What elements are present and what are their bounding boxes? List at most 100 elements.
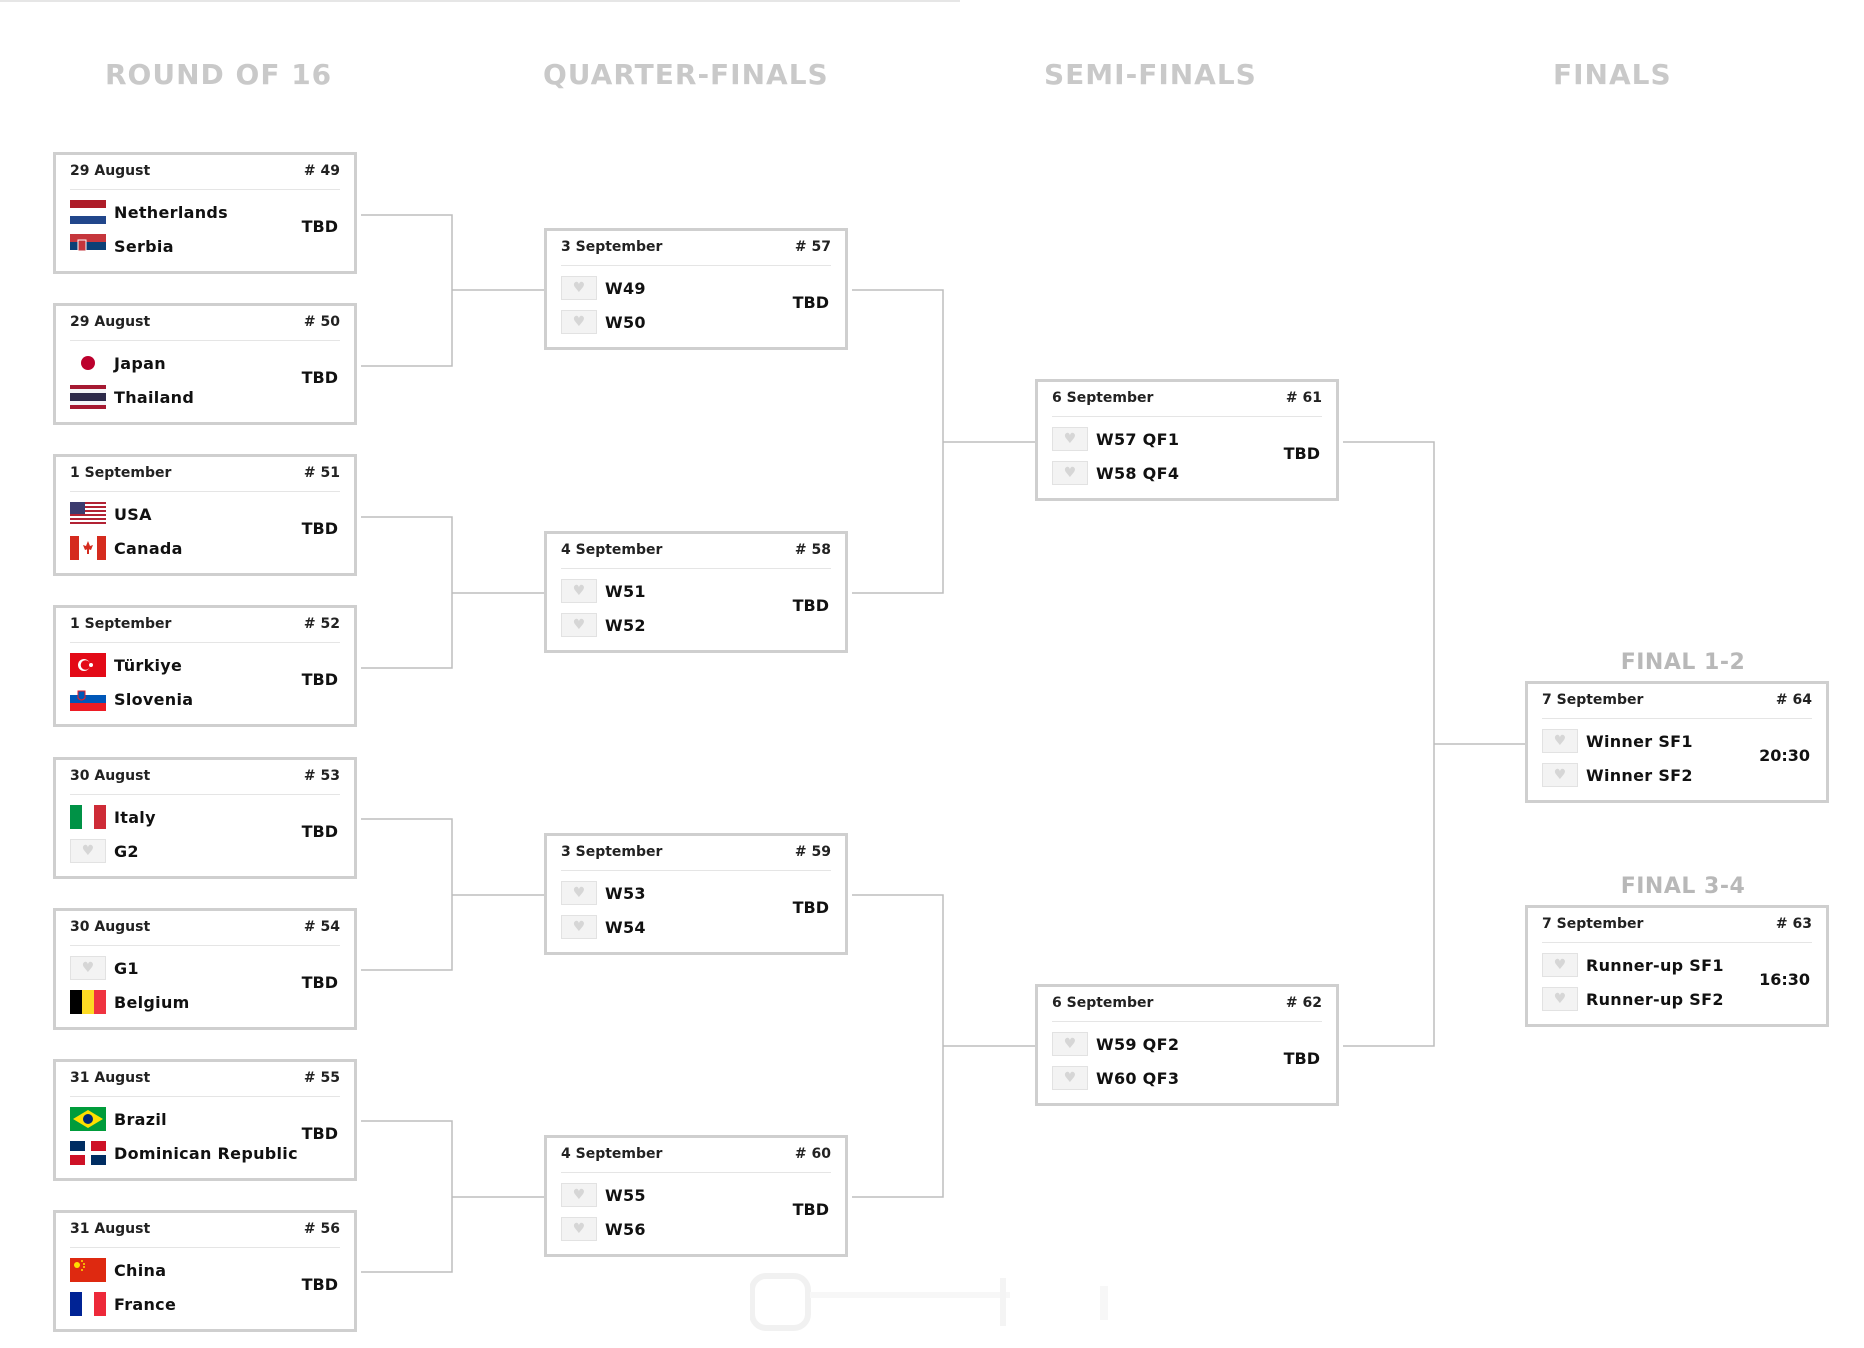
match-53[interactable]: 30 August # 53 Italy ♥ G2 TBD — [53, 757, 357, 879]
volleyball-shield-icon: ♥ — [561, 1217, 597, 1241]
team-name: W52 — [605, 615, 646, 635]
team-name: Thailand — [114, 387, 195, 407]
team-name: China — [114, 1260, 167, 1280]
team-row[interactable]: Serbia — [70, 233, 174, 259]
volleyball-shield-icon: ♥ — [1542, 763, 1578, 787]
brazil-flag-icon — [70, 1107, 106, 1131]
match-header: 6 September # 62 — [1052, 995, 1322, 1022]
match-result: TBD — [301, 973, 338, 992]
match-51[interactable]: 1 September # 51 USA Canada TBD — [53, 454, 357, 576]
match-number: # 57 — [794, 239, 831, 255]
match-date: 3 September — [561, 844, 663, 860]
china-flag-icon — [70, 1258, 106, 1282]
team-row[interactable]: ♥ W52 — [561, 612, 646, 638]
match-56[interactable]: 31 August # 56 China France TBD — [53, 1210, 357, 1332]
team-row[interactable]: ♥ W51 — [561, 578, 646, 604]
volleyball-shield-icon: ♥ — [1052, 1066, 1088, 1090]
team-row[interactable]: ♥ G1 — [70, 955, 139, 981]
team-row[interactable]: ♥ Winner SF2 — [1542, 762, 1693, 788]
team-row[interactable]: Türkiye — [70, 652, 182, 678]
match-59[interactable]: 3 September # 59 ♥ W53 ♥ W54 TBD — [544, 833, 848, 955]
team-row[interactable]: ♥ Runner-up SF2 — [1542, 986, 1724, 1012]
match-header: 31 August # 55 — [70, 1070, 340, 1097]
team-row[interactable]: USA — [70, 501, 152, 527]
match-62[interactable]: 6 September # 62 ♥ W59 QF2 ♥ W60 QF3 TBD — [1035, 984, 1339, 1106]
team-row[interactable]: ♥ W56 — [561, 1216, 646, 1242]
team-row[interactable]: France — [70, 1291, 176, 1317]
team-row[interactable]: ♥ G2 — [70, 838, 139, 864]
match-57[interactable]: 3 September # 57 ♥ W49 ♥ W50 TBD — [544, 228, 848, 350]
team-row[interactable]: ♥ W49 — [561, 275, 646, 301]
team-row[interactable]: Italy — [70, 804, 156, 830]
team-row[interactable]: ♥ W58 QF4 — [1052, 460, 1179, 486]
match-52[interactable]: 1 September # 52 Türkiye Slovenia TBD — [53, 605, 357, 727]
team-row[interactable]: ♥ W50 — [561, 309, 646, 335]
match-50[interactable]: 29 August # 50 Japan Thailand TBD — [53, 303, 357, 425]
dominican-republic-flag-icon — [70, 1141, 106, 1165]
match-number: # 51 — [303, 465, 340, 481]
team-name: Serbia — [114, 236, 174, 256]
volleyball-shield-icon: ♥ — [561, 579, 597, 603]
team-row[interactable]: Brazil — [70, 1106, 167, 1132]
team-name: W59 QF2 — [1096, 1034, 1180, 1054]
team-name: W49 — [605, 278, 646, 298]
team-row[interactable]: Slovenia — [70, 686, 193, 712]
team-name: Runner-up SF1 — [1586, 955, 1724, 975]
team-row[interactable]: ♥ W60 QF3 — [1052, 1065, 1179, 1091]
team-name: Japan — [114, 353, 166, 373]
volleyball-shield-icon: ♥ — [70, 956, 106, 980]
team-row[interactable]: ♥ Winner SF1 — [1542, 728, 1693, 754]
match-55[interactable]: 31 August # 55 Brazil Dominican Republic… — [53, 1059, 357, 1181]
team-name: W57 QF1 — [1096, 429, 1180, 449]
volleyball-shield-icon: ♥ — [1052, 427, 1088, 451]
match-58[interactable]: 4 September # 58 ♥ W51 ♥ W52 TBD — [544, 531, 848, 653]
match-header: 3 September # 59 — [561, 844, 831, 871]
round-title-sf: SEMI-FINALS — [1044, 58, 1257, 91]
team-row[interactable]: China — [70, 1257, 166, 1283]
round-title-qf: QUARTER-FINALS — [543, 58, 829, 91]
team-name: W55 — [605, 1185, 646, 1205]
match-date: 31 August — [70, 1070, 151, 1086]
match-header: 7 September # 63 — [1542, 916, 1812, 943]
match-date: 30 August — [70, 768, 151, 784]
match-64[interactable]: 7 September # 64 ♥ Winner SF1 ♥ Winner S… — [1525, 681, 1829, 803]
team-row[interactable]: Dominican Republic — [70, 1140, 298, 1166]
match-result: TBD — [301, 822, 338, 841]
team-row[interactable]: Japan — [70, 350, 166, 376]
team-row[interactable]: ♥ Runner-up SF1 — [1542, 952, 1724, 978]
match-61[interactable]: 6 September # 61 ♥ W57 QF1 ♥ W58 QF4 TBD — [1035, 379, 1339, 501]
match-header: 1 September # 52 — [70, 616, 340, 643]
match-date: 29 August — [70, 314, 151, 330]
team-row[interactable]: Canada — [70, 535, 183, 561]
team-row[interactable]: ♥ W59 QF2 — [1052, 1031, 1179, 1057]
slovenia-flag-icon — [70, 687, 106, 711]
match-date: 6 September — [1052, 390, 1154, 406]
watermark-graphic — [750, 1273, 1108, 1331]
team-row[interactable]: ♥ W57 QF1 — [1052, 426, 1179, 452]
team-name: Winner SF1 — [1586, 731, 1693, 751]
volleyball-shield-icon: ♥ — [1052, 1032, 1088, 1056]
match-number: # 52 — [303, 616, 340, 632]
team-row[interactable]: ♥ W54 — [561, 914, 646, 940]
match-49[interactable]: 29 August # 49 Netherlands Serbia TBD — [53, 152, 357, 274]
match-result: TBD — [301, 519, 338, 538]
final-1-2-label: FINAL 1-2 — [1620, 650, 1746, 675]
team-row[interactable]: Belgium — [70, 989, 190, 1015]
final-3-4-label: FINAL 3-4 — [1620, 874, 1746, 899]
team-name: Netherlands — [114, 202, 228, 222]
match-header: 4 September # 58 — [561, 542, 831, 569]
match-60[interactable]: 4 September # 60 ♥ W55 ♥ W56 TBD — [544, 1135, 848, 1257]
match-date: 7 September — [1542, 692, 1644, 708]
match-header: 31 August # 56 — [70, 1221, 340, 1248]
match-header: 4 September # 60 — [561, 1146, 831, 1173]
match-63[interactable]: 7 September # 63 ♥ Runner-up SF1 ♥ Runne… — [1525, 905, 1829, 1027]
thailand-flag-icon — [70, 385, 106, 409]
team-row[interactable]: ♥ W55 — [561, 1182, 646, 1208]
match-header: 7 September # 64 — [1542, 692, 1812, 719]
team-row[interactable]: Thailand — [70, 384, 194, 410]
match-54[interactable]: 30 August # 54 ♥ G1 Belgium TBD — [53, 908, 357, 1030]
round-title-finals: FINALS — [1553, 58, 1672, 91]
volleyball-shield-icon: ♥ — [561, 276, 597, 300]
team-row[interactable]: Netherlands — [70, 199, 228, 225]
team-row[interactable]: ♥ W53 — [561, 880, 646, 906]
